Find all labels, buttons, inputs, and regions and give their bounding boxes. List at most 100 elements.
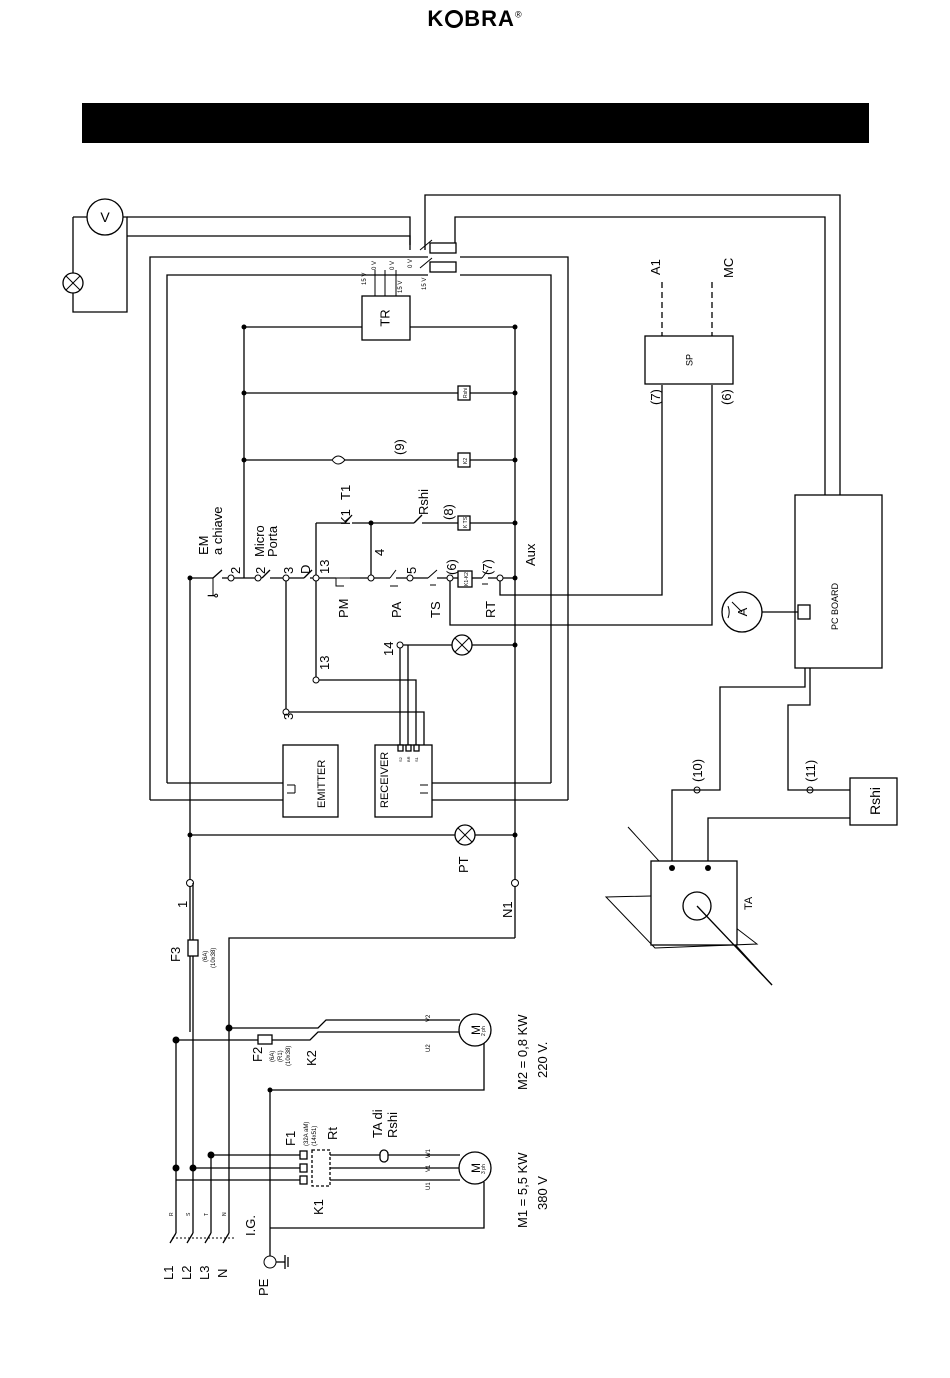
svg-text:SP: SP: [684, 354, 694, 366]
svg-text:a chiave: a chiave: [210, 507, 225, 555]
svg-text:PT: PT: [456, 856, 471, 873]
svg-text:F2: F2: [250, 1047, 265, 1062]
svg-text:K1: K1: [338, 509, 353, 525]
svg-text:(7): (7): [480, 559, 495, 575]
svg-text:TR: TR: [377, 309, 392, 326]
svg-text:BR: BR: [406, 756, 411, 762]
power-wires: [175, 883, 485, 1263]
terminal-rings: [186, 574, 814, 887]
svg-text:A1: A1: [648, 259, 663, 275]
indicator-lamp-v: [62, 272, 84, 294]
svg-text:Micro: Micro: [252, 525, 267, 557]
lamp-14: [451, 634, 473, 656]
svg-text:L2: L2: [179, 1266, 194, 1280]
svg-text:N1: N1: [500, 901, 515, 918]
svg-text:U2: U2: [426, 1044, 432, 1052]
title-bar: [82, 103, 869, 143]
svg-text:F1: F1: [283, 1131, 298, 1146]
svg-text:3: 3: [281, 567, 296, 574]
svg-text:(6A): (6A): [203, 951, 209, 962]
svg-text:2: 2: [228, 567, 243, 574]
svg-text:U1: U1: [426, 1182, 432, 1190]
svg-text:N: N: [222, 1212, 228, 1216]
current-sense-blocks: [419, 239, 457, 273]
svg-text:0 V: 0 V: [408, 259, 414, 268]
svg-text:3 ph: 3 ph: [481, 1164, 487, 1174]
motor-m2: M 2 ph: [458, 1013, 492, 1047]
svg-text:15 V: 15 V: [398, 281, 404, 293]
svg-text:(10): (10): [690, 759, 705, 782]
svg-text:(32A aM): (32A aM): [304, 1122, 310, 1146]
svg-text:3: 3: [281, 713, 296, 720]
svg-text:(11): (11): [803, 760, 818, 782]
svg-text:D: D: [298, 565, 313, 574]
svg-text:PA: PA: [389, 601, 404, 618]
svg-text:14: 14: [381, 642, 396, 656]
relay-coils: Rshi K2 K TS K1-K2: [457, 385, 473, 588]
svg-text:K TS: K TS: [463, 516, 469, 528]
svg-text:K2: K2: [304, 1050, 319, 1066]
switch-symbols: ⊸: [207, 455, 489, 603]
svg-text:Aux: Aux: [523, 543, 538, 566]
svg-text:PC BOARD: PC BOARD: [830, 582, 840, 630]
svg-text:TA: TA: [743, 896, 755, 910]
svg-text:(10x38): (10x38): [286, 1046, 292, 1066]
svg-text:PE: PE: [256, 1278, 271, 1296]
svg-text:M: M: [469, 1163, 483, 1173]
svg-text:R: R: [169, 1212, 175, 1216]
svg-text:L3: L3: [197, 1266, 212, 1280]
svg-text:380 V: 380 V: [535, 1176, 550, 1210]
svg-text:2 ph: 2 ph: [481, 1026, 487, 1036]
svg-text:T: T: [204, 1213, 210, 1216]
sp-box: SP: [644, 282, 734, 385]
svg-text:(6): (6): [719, 389, 734, 405]
fuse-f1: [299, 1149, 331, 1187]
svg-text:S1: S1: [414, 756, 419, 762]
svg-text:(6): (6): [444, 559, 459, 575]
svg-text:M1 = 5,5 KW: M1 = 5,5 KW: [515, 1152, 530, 1228]
svg-text:Rshi: Rshi: [463, 388, 469, 398]
lamp-pt: [454, 824, 476, 846]
fuse-f2: [257, 1034, 273, 1045]
junction-dots: [172, 324, 518, 1172]
svg-text:Rshi: Rshi: [385, 1112, 400, 1138]
voltmeter: V: [86, 198, 124, 236]
svg-text:(14x51): (14x51): [312, 1126, 318, 1146]
svg-text:(6A): (6A): [270, 1051, 276, 1062]
main-switch: [169, 1232, 289, 1269]
svg-text:13: 13: [317, 656, 332, 670]
svg-text:RECEIVER: RECEIVER: [379, 752, 391, 808]
svg-text:F3: F3: [168, 947, 183, 962]
svg-text:RT: RT: [483, 601, 498, 618]
svg-text:I.G.: I.G.: [243, 1215, 258, 1236]
svg-text:5: 5: [404, 567, 419, 574]
svg-text:1: 1: [175, 901, 190, 908]
svg-text:0 V: 0 V: [390, 261, 396, 270]
svg-text:V: V: [100, 209, 110, 225]
pc-board: PC BOARD: [760, 494, 883, 669]
receiver-box: RECEIVER S2 BR S1: [374, 744, 433, 818]
svg-text:(R1): (R1): [278, 1050, 284, 1062]
svg-text:S: S: [186, 1212, 192, 1216]
svg-text:Rshi: Rshi: [416, 489, 431, 515]
svg-text:(8): (8): [441, 504, 456, 520]
svg-text:Porta: Porta: [265, 525, 280, 557]
svg-text:W1: W1: [426, 1148, 432, 1158]
svg-text:Rshi: Rshi: [867, 787, 883, 815]
loop-wires: [72, 194, 841, 801]
motor-m1: M 3 ph: [458, 1151, 492, 1185]
rshi-box: Rshi: [707, 777, 898, 868]
svg-text:V1: V1: [426, 1164, 432, 1172]
svg-text:15 V: 15 V: [422, 278, 428, 290]
emitter-box: EMITTER: [282, 744, 339, 818]
svg-text:PM: PM: [336, 599, 351, 619]
fuse-f3: [187, 939, 199, 957]
svg-text:13: 13: [317, 560, 332, 574]
ta-transformer: TA: [604, 826, 773, 986]
svg-text:K2: K2: [463, 458, 469, 464]
svg-text:EMITTER: EMITTER: [316, 760, 328, 808]
svg-text:2: 2: [253, 567, 268, 574]
ammeter: A: [721, 591, 763, 633]
svg-text:V2: V2: [426, 1014, 432, 1022]
